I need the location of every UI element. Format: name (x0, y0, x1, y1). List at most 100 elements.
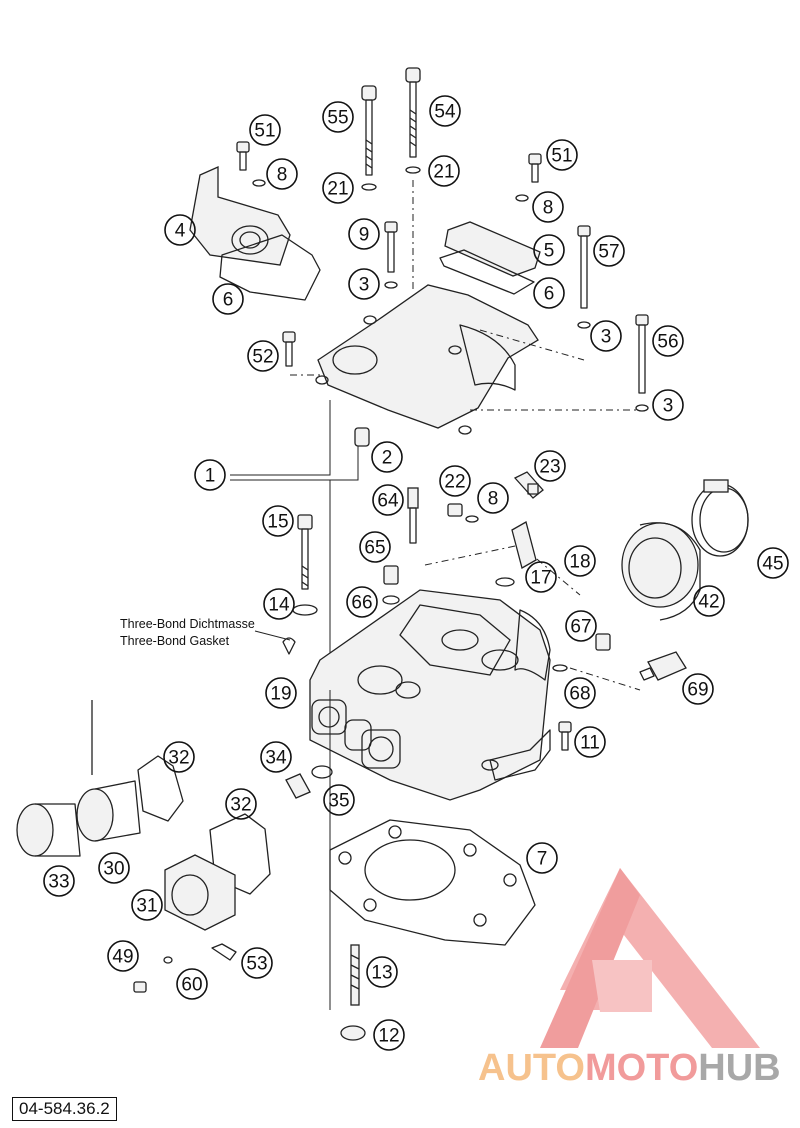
callout-number: 69 (687, 680, 708, 701)
callout-number: 11 (580, 733, 600, 754)
callout-11: 11 (574, 726, 606, 758)
callout-4: 4 (164, 214, 196, 246)
callout-circle (346, 586, 378, 618)
callout-number: 32 (230, 795, 251, 816)
callout-number: 51 (551, 146, 572, 167)
callout-8: 8 (477, 482, 509, 514)
callout-circle (371, 441, 403, 473)
callout-31: 31 (131, 889, 163, 921)
callout-number: 8 (543, 198, 554, 219)
callout-circle (757, 547, 789, 579)
callout-19: 19 (265, 677, 297, 709)
callout-number: 32 (168, 748, 189, 769)
callout-52: 52 (247, 340, 279, 372)
callout-circle (532, 191, 564, 223)
callout-number: 42 (698, 592, 719, 613)
oring-35 (311, 765, 333, 779)
cover-4 (189, 165, 291, 266)
callout-number: 3 (359, 275, 370, 296)
callout-13: 13 (366, 956, 398, 988)
callout-51: 51 (249, 114, 281, 146)
callout-number: 2 (382, 448, 393, 469)
callout-circle (212, 283, 244, 315)
bolt-52 (282, 331, 296, 367)
callout-number: 66 (351, 593, 372, 614)
callout-49: 49 (107, 940, 139, 972)
callout-number: 56 (657, 332, 678, 353)
bolt-54 (405, 67, 421, 174)
callout-number: 45 (762, 554, 783, 575)
callout-57: 57 (593, 235, 625, 267)
callout-circle (546, 139, 578, 171)
callout-45: 45 (757, 547, 789, 579)
bolt-15 (297, 514, 313, 590)
oring-68 (552, 664, 568, 672)
callout-circle (164, 214, 196, 246)
callout-circle (131, 889, 163, 921)
callout-circle (262, 505, 294, 537)
callout-circle (564, 545, 596, 577)
callout-3: 3 (652, 389, 684, 421)
watermark-moto: MOTO (585, 1047, 698, 1089)
callout-number: 57 (598, 242, 619, 263)
sealant-note-en: Three-Bond Gasket (120, 634, 230, 648)
callout-number: 52 (252, 347, 273, 368)
bolt-57 (577, 225, 591, 329)
callout-circle (359, 531, 391, 563)
callout-7: 7 (526, 842, 558, 874)
callout-number: 7 (537, 849, 548, 870)
plug-65 (383, 565, 399, 585)
head-gasket-7 (329, 819, 536, 946)
callout-number: 60 (181, 975, 202, 996)
callout-32: 32 (163, 741, 195, 773)
cover-5 (444, 221, 541, 277)
callout-35: 35 (323, 784, 355, 816)
bolt-51-left (236, 141, 266, 187)
callout-number: 14 (268, 595, 290, 616)
callout-9: 9 (348, 218, 380, 250)
tensioner-18 (511, 521, 537, 569)
callout-66: 66 (346, 586, 378, 618)
callout-34: 34 (260, 741, 292, 773)
callout-circle (107, 940, 139, 972)
callout-number: 22 (444, 472, 465, 493)
stud-13 (350, 944, 360, 1006)
washer-14 (292, 604, 318, 616)
callout-69: 69 (682, 673, 714, 705)
callout-number: 23 (539, 457, 560, 478)
callout-number: 49 (112, 947, 133, 968)
clip-53 (211, 943, 237, 961)
callout-number: 17 (530, 568, 551, 589)
callout-number: 13 (371, 963, 392, 984)
callout-circle (176, 968, 208, 1000)
callout-number: 8 (488, 489, 499, 510)
bolt-51-right (515, 153, 542, 202)
valve-64 (407, 487, 419, 544)
dash-f (569, 667, 641, 691)
callout-circle (526, 842, 558, 874)
callout-17: 17 (525, 561, 557, 593)
callout-number: 9 (359, 225, 370, 246)
callout-number: 15 (267, 512, 288, 533)
callout-number: 65 (364, 538, 385, 559)
callout-33: 33 (43, 865, 75, 897)
callout-circle (373, 1019, 405, 1051)
callout-number: 6 (544, 284, 555, 305)
intake-30 (76, 700, 141, 842)
intake-31 (164, 854, 236, 931)
callout-circle (43, 865, 75, 897)
callout-circle (652, 325, 684, 357)
callout-circle (564, 677, 596, 709)
callout-number: 21 (433, 162, 454, 183)
cylinder-head (309, 589, 551, 801)
callout-circle (366, 956, 398, 988)
callout-circle (163, 741, 195, 773)
dowel-2 (354, 427, 370, 447)
callout-number: 1 (205, 466, 216, 487)
callout-55: 55 (322, 101, 354, 133)
nut-60 (163, 956, 173, 964)
plug-67 (595, 633, 611, 651)
callout-53: 53 (241, 947, 273, 979)
callout-23: 23 (534, 450, 566, 482)
